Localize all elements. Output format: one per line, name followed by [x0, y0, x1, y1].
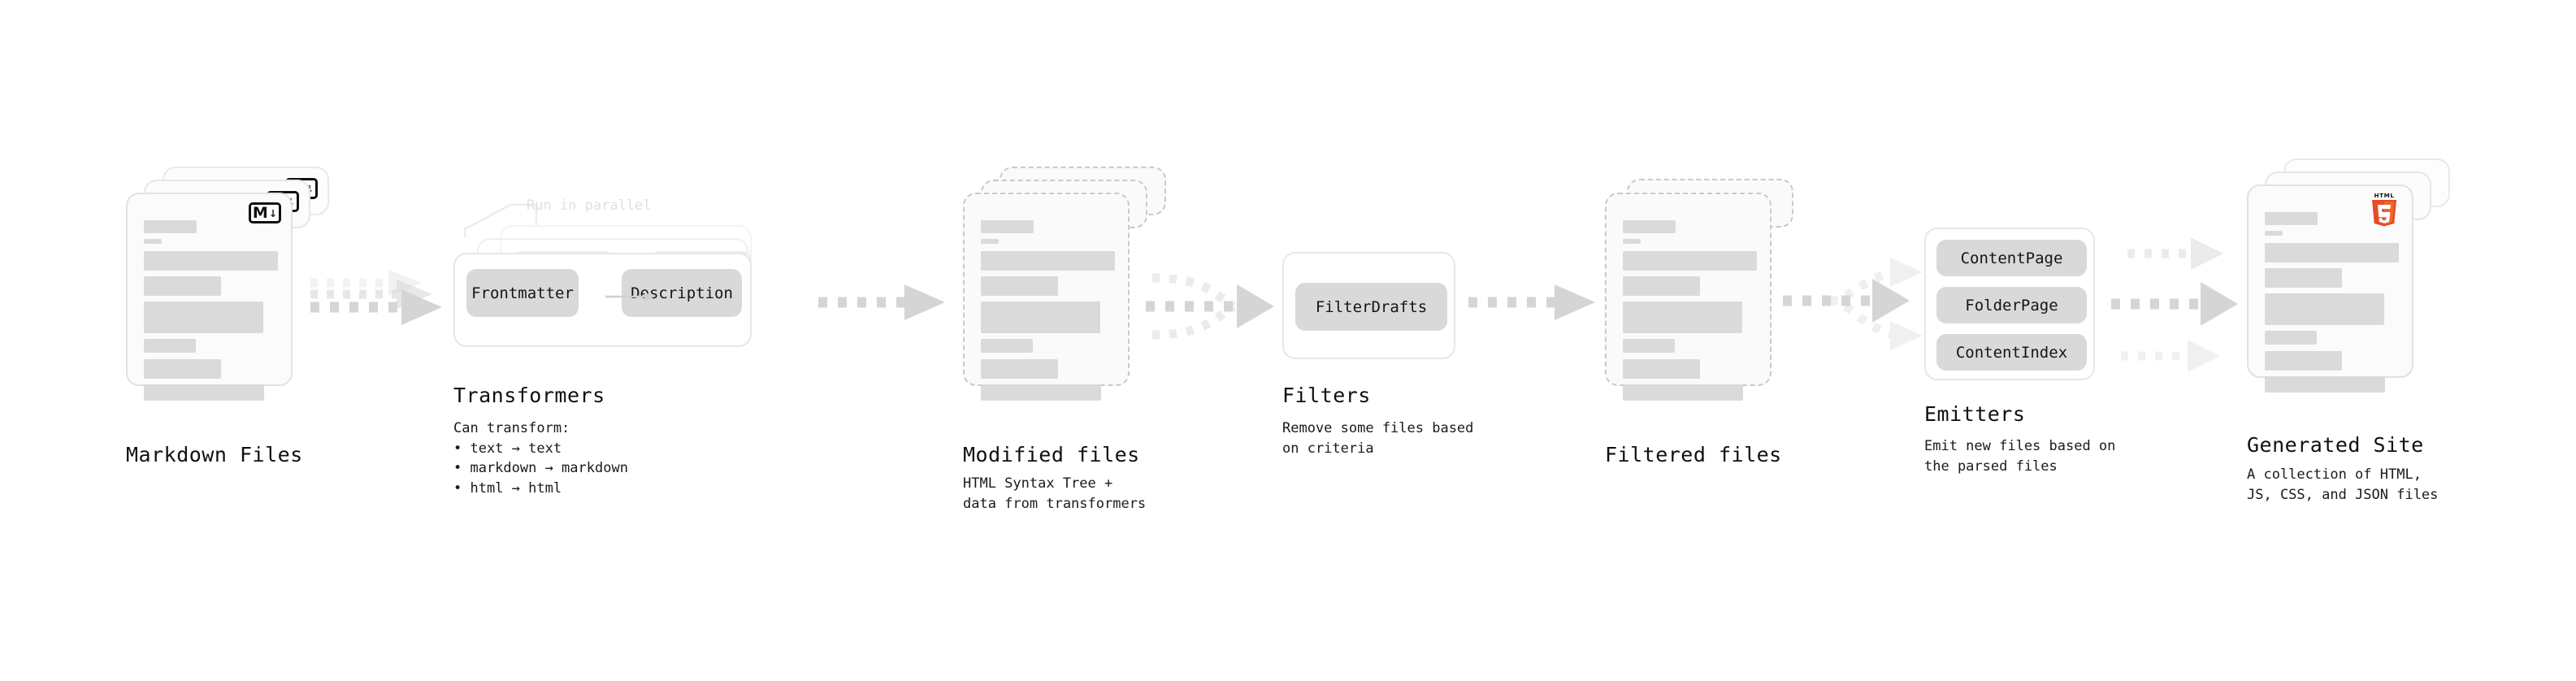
markdown-icon-arrow: ↓	[268, 204, 278, 221]
transformers-panel: Frontmatter Description	[453, 253, 752, 347]
placeholder-bar	[1623, 339, 1675, 353]
placeholder-bar	[1623, 359, 1700, 379]
placeholder-bar	[981, 359, 1058, 379]
markdown-card-front: M ↓	[126, 193, 293, 401]
placeholder-bar	[2265, 231, 2283, 236]
placeholder-bar	[2265, 212, 2318, 225]
stage-subtitle-filters: Remove some files based on criteria	[1282, 420, 1474, 457]
stage-subtitle-transformers: Can transform: • text → text • markdown …	[453, 420, 628, 497]
modified-card-front	[963, 193, 1130, 401]
placeholder-bar	[981, 301, 1100, 333]
parallel-leader-line	[463, 203, 538, 237]
connector-transformers-to-modified	[818, 284, 945, 320]
stage-title-filters: Filters	[1282, 384, 1371, 407]
placeholder-bar	[2265, 331, 2317, 345]
placeholder-bar	[144, 276, 221, 296]
emitter-chip-contentpage[interactable]: ContentPage	[1936, 240, 2087, 276]
connector-modified-to-filters	[1146, 273, 1274, 340]
placeholder-bar	[144, 220, 197, 233]
stage-title-transformers: Transformers	[453, 384, 605, 407]
connector-emitters-to-site	[2111, 237, 2238, 372]
stage-title-emitters: Emitters	[1924, 402, 2026, 426]
stage-subtitle-modified-files: HTML Syntax Tree + data from transformer…	[963, 475, 1147, 512]
placeholder-bar	[1623, 220, 1676, 233]
filters-panel: FilterDrafts	[1282, 252, 1455, 359]
placeholder-bar	[2265, 293, 2384, 325]
placeholder-bar	[981, 251, 1115, 271]
placeholder-bar	[981, 339, 1033, 353]
stage-title-generated-site: Generated Site	[2247, 433, 2424, 457]
placeholder-bar	[144, 251, 278, 271]
emitter-chip-contentindex[interactable]: ContentIndex	[1936, 334, 2087, 371]
markdown-icon: M ↓	[249, 202, 281, 223]
stage-subtitle-emitters: Emit new files based on the parsed files	[1924, 438, 2116, 475]
frontmatter-to-description-arrow	[605, 292, 655, 301]
stage-title-modified-files: Modified files	[963, 443, 1140, 466]
placeholder-bar	[1623, 239, 1641, 244]
placeholder-bar	[2265, 351, 2342, 371]
run-in-parallel-label: Run in parallel	[527, 197, 652, 214]
connector-filters-to-filtered	[1468, 284, 1595, 320]
placeholder-bar	[1623, 251, 1757, 271]
filter-chip-filterdrafts[interactable]: FilterDrafts	[1295, 283, 1447, 331]
connector-filtered-to-emitters	[1783, 258, 1923, 350]
placeholder-bar	[981, 220, 1034, 233]
filtered-card-front	[1605, 193, 1772, 401]
placeholder-bar	[981, 276, 1058, 296]
placeholder-bar	[144, 384, 264, 401]
placeholder-bar	[1623, 276, 1700, 296]
svg-text:HTML: HTML	[2374, 192, 2394, 199]
placeholder-bar	[981, 384, 1101, 401]
markdown-icon-letter: M	[252, 203, 268, 222]
placeholder-bar	[1623, 384, 1743, 401]
transformer-chip-frontmatter[interactable]: Frontmatter	[466, 269, 579, 317]
placeholder-bar	[144, 301, 263, 333]
placeholder-bar	[2265, 243, 2399, 262]
html5-icon: HTML	[2372, 192, 2396, 227]
placeholder-bar	[2265, 376, 2385, 393]
connector-markdown-to-transformers	[310, 270, 442, 325]
stage-title-filtered-files: Filtered files	[1605, 443, 1782, 466]
emitters-panel: ContentPage FolderPage ContentIndex	[1924, 228, 2095, 380]
placeholder-bar	[2265, 268, 2342, 288]
generated-card-front: HTML	[2247, 184, 2413, 393]
placeholder-bar	[144, 239, 162, 244]
placeholder-bar	[981, 239, 999, 244]
placeholder-bar	[144, 359, 221, 379]
emitter-chip-folderpage[interactable]: FolderPage	[1936, 287, 2087, 323]
placeholder-bar	[1623, 301, 1742, 333]
stage-title-markdown-files: Markdown Files	[126, 443, 303, 466]
stage-subtitle-generated-site: A collection of HTML, JS, CSS, and JSON …	[2247, 466, 2439, 503]
transformer-chip-description[interactable]: Description	[622, 269, 742, 317]
placeholder-bar	[144, 339, 196, 353]
